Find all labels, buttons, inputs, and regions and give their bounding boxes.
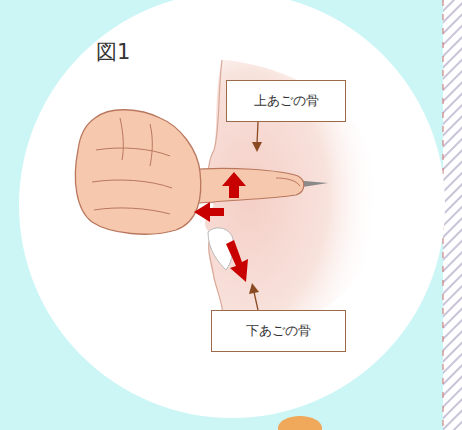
- knuckle-line: [150, 124, 152, 166]
- striped-border: [443, 0, 462, 430]
- thumbnail: [276, 178, 300, 186]
- part-name: 上あごの骨: [254, 92, 319, 110]
- up-arrow: [222, 172, 246, 198]
- leader-line: [254, 292, 258, 310]
- finger-line: [96, 148, 170, 156]
- face-group: [205, 60, 380, 332]
- left-arrow: [194, 202, 224, 222]
- figure-number: 図1: [96, 38, 130, 66]
- white-circle: [19, 0, 445, 418]
- hand: [75, 110, 303, 234]
- part-name: 下あごの骨: [246, 322, 311, 340]
- finger-line: [94, 208, 170, 214]
- leader-head: [252, 142, 262, 152]
- fist: [75, 110, 200, 234]
- force-arrows: [194, 172, 248, 282]
- down-arrow: [226, 240, 248, 282]
- callout-box: 下あごの骨: [211, 310, 346, 352]
- leader-head: [249, 283, 259, 294]
- face-profile: [206, 60, 222, 176]
- knuckle-line: [120, 118, 123, 160]
- orange-blob: [278, 416, 322, 430]
- leader-lines: [249, 122, 262, 310]
- thumb: [185, 168, 304, 204]
- leader-line: [257, 122, 258, 144]
- finger-line: [92, 180, 172, 188]
- face-shading: [205, 60, 380, 332]
- callout-box: 上あごの骨: [226, 80, 346, 122]
